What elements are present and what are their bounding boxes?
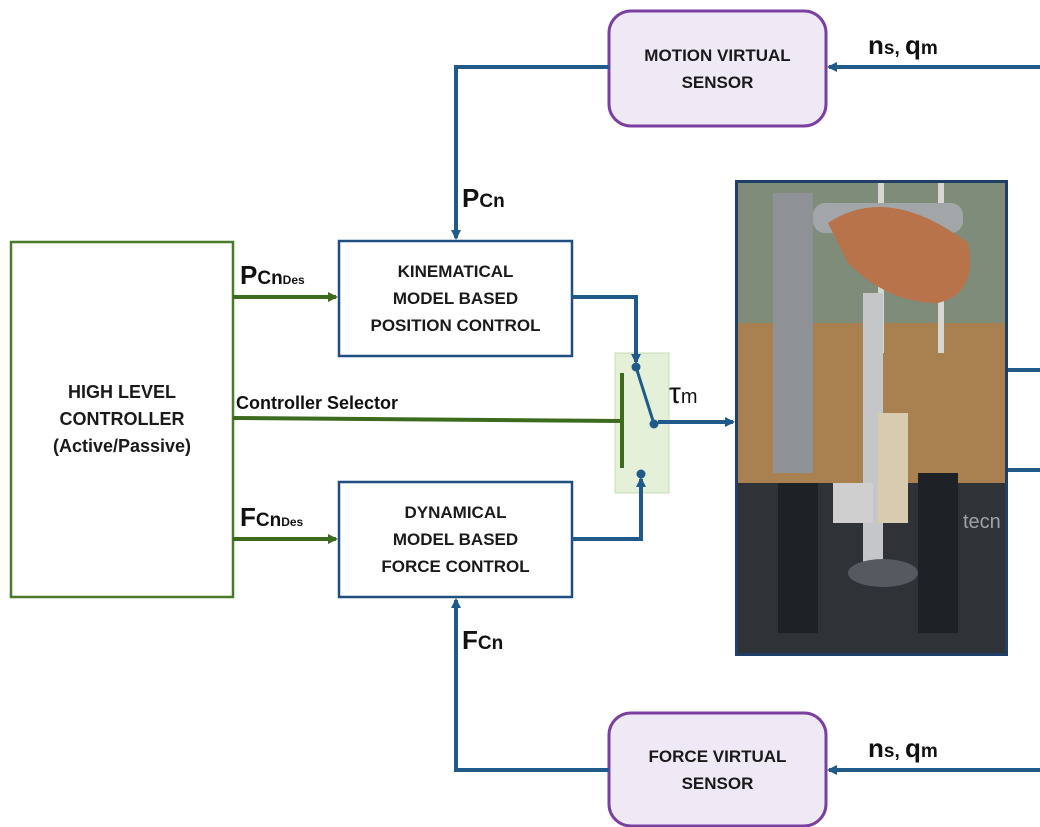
- switch-contact-top: [631, 362, 641, 372]
- fcn-main: F: [462, 625, 478, 655]
- robot-photo-illustration: tecn: [738, 183, 1005, 653]
- pcn-des-tiny: Des: [282, 273, 305, 287]
- ns-top-s: s,: [883, 38, 906, 59]
- force-feedback-arrow: [451, 598, 609, 772]
- fcn-des-main: F: [240, 502, 256, 532]
- ns-top-m: m: [920, 38, 938, 59]
- position-output-arrow: [572, 295, 641, 364]
- tau-sub: m: [680, 386, 698, 408]
- ns-bottom-m: m: [920, 741, 938, 762]
- switch-contact-bottom: [636, 469, 646, 479]
- switch-contact-mid: [649, 419, 659, 429]
- pcn-des-label: PCnDes: [240, 260, 305, 291]
- pcn-main: P: [462, 183, 480, 213]
- high-level-controller-block: [9, 240, 235, 599]
- motion-virtual-sensor-block: [607, 9, 828, 128]
- ns-top-q: q: [905, 30, 921, 60]
- tau-main: τ: [669, 377, 681, 410]
- fcn-des-sub: Cn: [255, 510, 282, 531]
- ns-bottom-q: q: [905, 733, 921, 763]
- pcn-label: PCn: [462, 183, 505, 214]
- motion-feedback-arrow: [451, 65, 609, 240]
- robot-photo: tecn: [735, 180, 1008, 656]
- ns-qm-bottom-label: ns, qm: [868, 733, 938, 764]
- controller-selector-line: [232, 416, 623, 423]
- tau-m-label: τm: [669, 377, 698, 411]
- controller-selector-label: Controller Selector: [236, 393, 399, 413]
- ns-bottom-s: s,: [883, 741, 906, 762]
- pcn-des-sub: Cn: [257, 268, 283, 289]
- photo-brand-text: tecn: [963, 511, 1001, 533]
- fcn-label: FCn: [462, 625, 503, 656]
- ns-qm-top-label: ns, qm: [868, 30, 938, 61]
- ns-top-n: n: [868, 30, 884, 60]
- switch-blade: [634, 366, 656, 425]
- fcn-sub: Cn: [477, 633, 504, 654]
- force-virtual-sensor-block: [607, 711, 828, 827]
- force-output-arrow: [572, 477, 646, 541]
- fcn-des-label: FCnDes: [240, 502, 303, 533]
- fcn-des-tiny: Des: [281, 515, 304, 529]
- kinematical-control-block: [337, 239, 574, 358]
- dynamical-control-block: [337, 480, 574, 599]
- pcn-sub: Cn: [479, 191, 505, 212]
- pcn-des-main: P: [240, 260, 258, 290]
- ns-bottom-n: n: [868, 733, 884, 763]
